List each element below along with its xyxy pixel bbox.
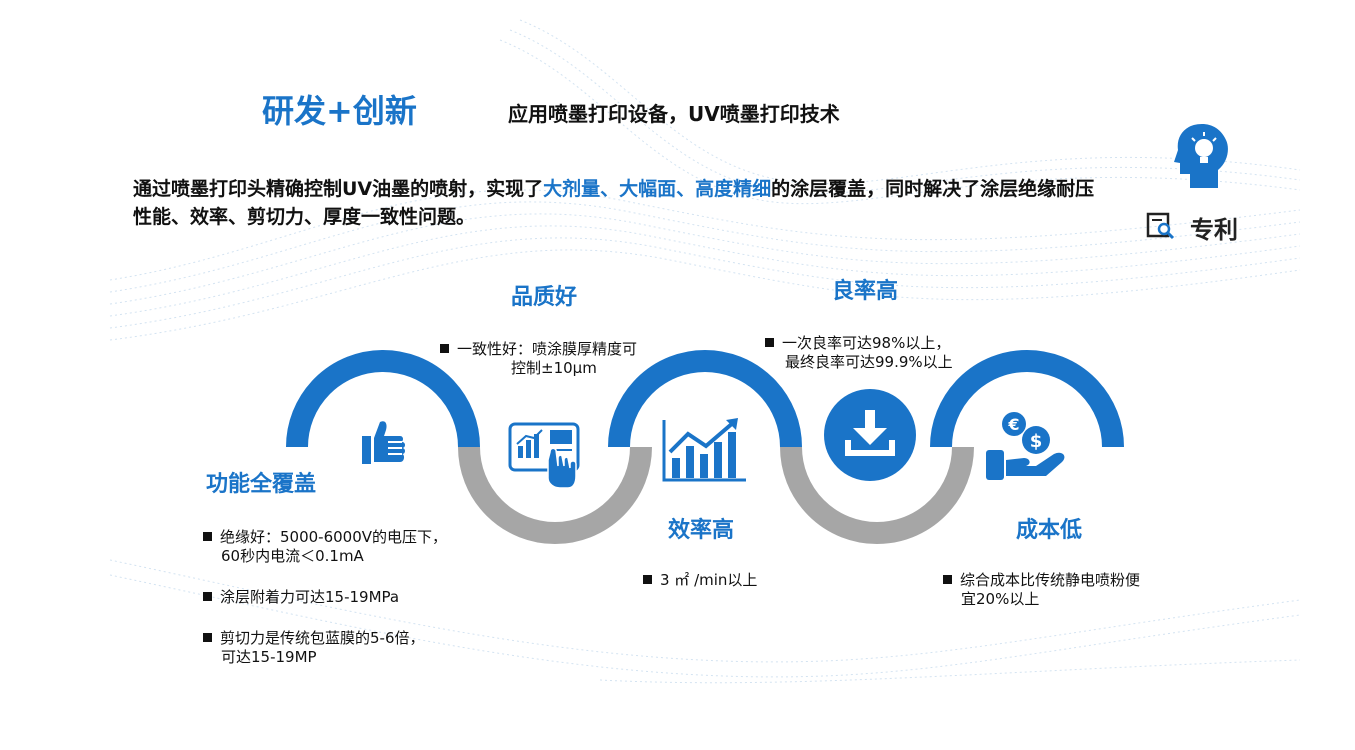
- intro-paragraph: 通过喷墨打印头精确控制UV油墨的喷射，实现了大剂量、大幅面、高度精细的涂层覆盖，…: [133, 175, 1113, 231]
- bullet-square: [643, 575, 652, 584]
- intro-text-part1: 通过喷墨打印头精确控制UV油墨的喷射，实现了: [133, 178, 544, 200]
- patent-document-icon: [1146, 212, 1175, 240]
- coverage-item-1: 绝缘好：5000-6000V的电压下， 60秒内电流＜0.1mA: [203, 528, 447, 566]
- bullet-square: [203, 592, 212, 601]
- arc-bottom-1: [458, 446, 652, 544]
- download-tray-icon: [824, 389, 916, 481]
- bullet-square: [203, 532, 212, 541]
- feature-title-efficiency: 效率高: [668, 518, 735, 543]
- coverage-item-1-line1: 绝缘好：5000-6000V的电压下，: [220, 528, 448, 546]
- feature-title-cost: 成本低: [1016, 518, 1083, 543]
- svg-text:€: €: [1007, 415, 1019, 434]
- yield-note-line1: 一次良率可达98%以上，: [782, 334, 951, 352]
- quality-note: 一致性好：喷涂膜厚精度可 控制±10μm: [440, 340, 637, 378]
- feature-title-quality: 品质好: [511, 285, 578, 310]
- coins-hand-icon: € $: [986, 412, 1065, 480]
- page-subtitle: 应用喷墨打印设备，UV喷墨打印技术: [508, 102, 840, 126]
- coverage-item-1-line2: 60秒内电流＜0.1mA: [221, 547, 364, 565]
- arc-top-3: [930, 350, 1124, 448]
- patent-label: 专利: [1190, 216, 1238, 244]
- intro-text-part2: 的涂层覆盖，同时解决了涂层绝缘耐压性能、效率、剪切力、厚度一致性问题。: [133, 178, 1095, 228]
- feature-title-coverage: 功能全覆盖: [206, 472, 317, 497]
- tablet-chart-icon: [508, 422, 580, 489]
- feature-title-yield: 良率高: [832, 279, 899, 304]
- bullet-square: [765, 338, 774, 347]
- svg-text:$: $: [1030, 431, 1043, 452]
- bullet-square: [440, 344, 449, 353]
- growth-chart-icon: [662, 418, 746, 482]
- yield-note: 一次良率可达98%以上， 最终良率可达99.9%以上: [765, 334, 953, 372]
- cost-note: 综合成本比传统静电喷粉便 宜20%以上: [943, 571, 1140, 609]
- head-bulb-icon: [1174, 124, 1228, 188]
- quality-note-line1: 一致性好：喷涂膜厚精度可: [457, 340, 638, 358]
- arc-bottom-2: [780, 446, 974, 544]
- yield-note-line2: 最终良率可达99.9%以上: [785, 353, 953, 371]
- bullet-square: [943, 575, 952, 584]
- coverage-item-3-line1: 剪切力是传统包蓝膜的5-6倍，: [220, 629, 425, 647]
- intro-highlight: 大剂量、大幅面、高度精细: [543, 178, 772, 200]
- coverage-item-3-line2: 可达15-19MP: [221, 648, 317, 666]
- arc-top-2: [608, 350, 802, 448]
- cost-note-line1: 综合成本比传统静电喷粉便: [960, 571, 1141, 589]
- page-title: 研发+创新: [262, 92, 417, 130]
- thumbs-up-icon: [362, 421, 405, 464]
- coverage-item-2-line1: 涂层附着力可达15-19MPa: [220, 588, 400, 606]
- coverage-item-3: 剪切力是传统包蓝膜的5-6倍， 可达15-19MP: [203, 629, 425, 667]
- bullet-square: [203, 633, 212, 642]
- efficiency-note-line1: 3 ㎡ /min以上: [660, 571, 758, 589]
- coverage-item-2: 涂层附着力可达15-19MPa: [203, 588, 399, 607]
- efficiency-note: 3 ㎡ /min以上: [643, 571, 757, 590]
- cost-note-line2: 宜20%以上: [961, 590, 1040, 608]
- quality-note-line2: 控制±10μm: [511, 359, 597, 377]
- arc-top-1: [286, 350, 480, 448]
